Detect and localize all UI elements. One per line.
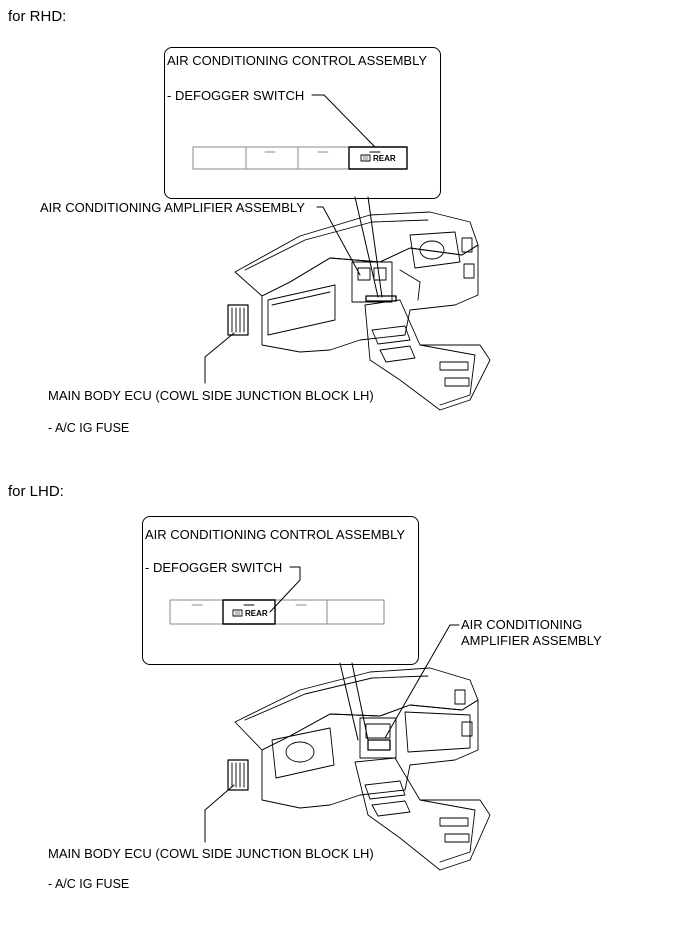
rhd-ecu-label: MAIN BODY ECU (COWL SIDE JUNCTION BLOCK …: [48, 388, 374, 403]
rhd-heading: for RHD:: [8, 8, 67, 25]
rhd-defogger-switch: [348, 146, 408, 170]
rhd-ecu-box: [227, 304, 249, 336]
rhd-amplifier-label: AIR CONDITIONING AMPLIFIER ASSEMBLY: [40, 200, 305, 215]
lhd-fuse-label: - A/C IG FUSE: [48, 877, 130, 891]
rhd-dashboard: [227, 211, 491, 411]
lhd-ecu-label: MAIN BODY ECU (COWL SIDE JUNCTION BLOCK …: [48, 846, 374, 861]
lhd-callout-title: AIR CONDITIONING CONTROL ASSEMBLY: [145, 527, 406, 542]
rhd-control-callout: [164, 47, 441, 199]
rhd-amplifier-leader: [316, 206, 361, 276]
rear-defog-icon: [232, 609, 243, 617]
rear-defog-icon: [360, 154, 371, 162]
rhd-fuse-label: - A/C IG FUSE: [48, 421, 130, 435]
lhd-control-callout: [142, 516, 419, 665]
lhd-defogger-label: - DEFOGGER SWITCH: [145, 560, 283, 575]
lhd-ecu-leader: [204, 784, 235, 843]
lhd-defogger-switch: [222, 599, 276, 625]
lhd-defogger-leader: [269, 566, 301, 613]
rhd-ecu-leader: [204, 332, 235, 384]
rhd-control-panel: REAR: [192, 146, 408, 170]
lhd-amplifier-label-line2: AMPLIFIER ASSEMBLY: [461, 633, 602, 648]
rhd-defogger-leader: [311, 94, 376, 148]
lhd-heading: for LHD:: [8, 483, 64, 500]
rhd-defogger-label: - DEFOGGER SWITCH: [167, 88, 305, 103]
lhd-ecu-box: [227, 759, 249, 791]
lhd-rear-button-text: REAR: [245, 609, 268, 618]
lhd-callout-leader-left: [339, 662, 359, 741]
lhd-amplifier-label-line1: AIR CONDITIONING: [461, 617, 583, 632]
rhd-callout-title: AIR CONDITIONING CONTROL ASSEMBLY: [167, 53, 428, 68]
rhd-rear-button-text: REAR: [373, 154, 396, 163]
lhd-control-panel: REAR: [169, 599, 385, 625]
lhd-dashboard: [227, 667, 491, 871]
lhd-amplifier-leader: [384, 624, 460, 739]
